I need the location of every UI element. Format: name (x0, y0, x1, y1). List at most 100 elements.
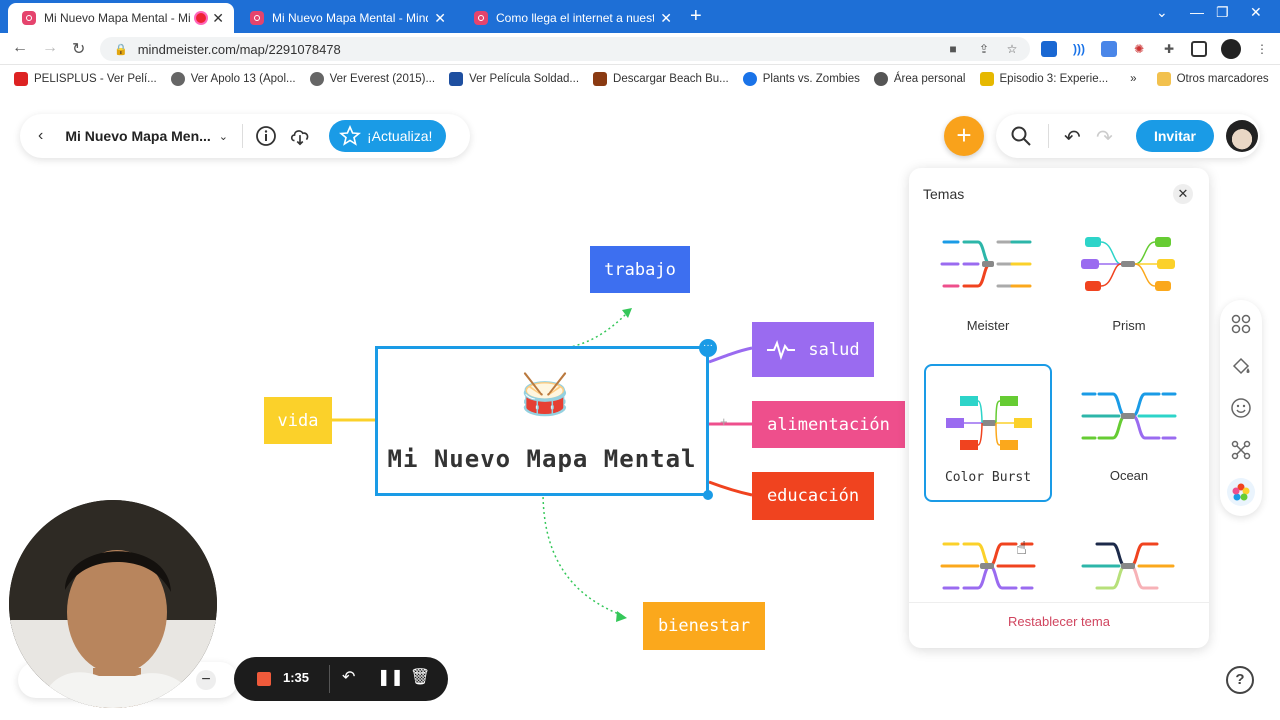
camera-icon[interactable]: ■ (949, 42, 957, 56)
bookmark-star-icon[interactable]: ☆ (1006, 42, 1018, 56)
tab-close-icon[interactable]: ✕ (660, 9, 672, 26)
mindmeister-canvas[interactable]: 🥁 Mi Nuevo Mapa Mental ··· + trabajo sal… (0, 96, 1280, 720)
central-topic-text: Mi Nuevo Mapa Mental (387, 445, 697, 473)
arrow-head-icon (622, 308, 632, 318)
resize-handle[interactable] (703, 490, 713, 500)
url-bar[interactable]: 🔒 mindmeister.com/map/2291078478 (100, 37, 1030, 61)
redo-icon[interactable]: ↷ (1096, 127, 1113, 149)
bookmark-item[interactable]: Área personal (873, 72, 966, 86)
read-aloud-icon[interactable]: ))) (1073, 42, 1085, 56)
arrow-head-icon (616, 611, 627, 622)
undo-icon[interactable]: ↶ (1064, 127, 1081, 149)
divider (909, 602, 1209, 603)
topic-educacion[interactable]: educación (752, 472, 874, 520)
bookmark-item[interactable]: Ver Everest (2015)... (309, 72, 435, 86)
more-bookmarks-button[interactable]: » (1130, 73, 1137, 85)
back-arrow-icon[interactable]: ← (12, 39, 28, 56)
url-text: mindmeister.com/map/2291078478 (137, 41, 341, 57)
bookmark-item[interactable]: Episodio 3: Experie... (979, 72, 1108, 86)
topic-label: bienestar (657, 616, 751, 636)
theme-preview (940, 542, 1036, 590)
info-icon[interactable] (255, 125, 277, 147)
undo-recording-icon[interactable]: ↶ (342, 669, 356, 686)
other-bookmarks-folder[interactable]: Otros marcadores (1156, 72, 1269, 86)
topic-vida[interactable]: vida (264, 397, 332, 444)
browser-tab[interactable]: Mi Nuevo Mapa Mental - Mi ✕ (8, 3, 234, 33)
puzzle-extensions-icon[interactable]: ✚ (1163, 42, 1175, 56)
tab-close-icon[interactable]: ✕ (434, 9, 446, 26)
forward-arrow-icon[interactable]: → (42, 39, 58, 56)
delete-trash-icon[interactable]: 🗑 (410, 669, 431, 686)
invite-button[interactable]: Invitar (1136, 120, 1214, 152)
minimize-icon[interactable]: — (1190, 4, 1204, 20)
share-icon[interactable]: ⇪ (978, 42, 990, 56)
profile-avatar[interactable] (1221, 39, 1241, 59)
search-icon[interactable] (1010, 125, 1032, 152)
theme-meister[interactable]: Meister (924, 214, 1052, 352)
bookmark-item[interactable]: Ver Apolo 13 (Apol... (170, 72, 296, 86)
browser-tab[interactable]: Como llega el internet a nuestro ✕ (460, 3, 682, 33)
mindmeister-favicon-icon (22, 11, 36, 25)
cloud-download-icon[interactable] (289, 125, 311, 147)
central-topic[interactable]: 🥁 Mi Nuevo Mapa Mental (375, 346, 709, 496)
side-toolbar (1220, 300, 1262, 516)
bookmark-item[interactable]: Descargar Beach Bu... (593, 72, 729, 86)
theme-color-burst[interactable]: Color Burst (924, 364, 1052, 502)
window-close-icon[interactable]: ✕ (1250, 4, 1262, 20)
layout-icon[interactable] (1229, 312, 1253, 336)
theme-option[interactable] (1065, 514, 1193, 598)
topic-alimentacion[interactable]: alimentación (752, 401, 905, 448)
bookmark-favicon-icon (593, 72, 608, 86)
add-topic-plus-icon[interactable]: + (944, 116, 984, 156)
help-icon[interactable]: ? (1226, 666, 1254, 694)
map-title[interactable]: Mi Nuevo Mapa Men... (65, 128, 211, 144)
bookmark-favicon-icon (449, 72, 464, 86)
connections-icon[interactable] (1229, 438, 1253, 462)
zoom-out-icon[interactable]: − (196, 670, 216, 690)
menu-icon[interactable]: ⋮ (1256, 42, 1268, 56)
topic-trabajo[interactable]: trabajo (590, 246, 690, 293)
browser-tab-bar: Mi Nuevo Mapa Mental - Mi ✕ Mi Nuevo Map… (0, 0, 1280, 33)
bookmark-item[interactable]: PELISPLUS - Ver Pelí... (14, 72, 157, 86)
screen-recorder-bar: 1:35 ↶ ❚❚ 🗑 (234, 657, 448, 701)
theme-palette-icon[interactable] (1227, 478, 1255, 506)
restore-icon[interactable]: ❐ (1216, 4, 1229, 20)
theme-preview-ocean (1081, 392, 1177, 440)
upgrade-button[interactable]: ¡Actualiza! (329, 120, 447, 152)
side-panel-icon[interactable] (1191, 41, 1207, 57)
reset-theme-button[interactable]: Restablecer tema (1008, 614, 1110, 629)
new-tab-icon[interactable]: + (690, 5, 702, 27)
tab-title: Como llega el internet a nuestro (496, 11, 655, 25)
paint-bucket-icon[interactable] (1229, 354, 1253, 378)
theme-prism[interactable]: Prism (1065, 214, 1193, 352)
extension-icon[interactable] (1041, 41, 1057, 57)
emoji-icon[interactable] (1229, 396, 1253, 420)
pause-icon[interactable]: ❚❚ (377, 669, 404, 686)
stop-recording-icon[interactable] (257, 672, 271, 686)
translate-icon[interactable] (1101, 41, 1117, 57)
topic-label: trabajo (604, 259, 676, 280)
bookmark-favicon-icon (873, 72, 888, 86)
add-child-plus-icon[interactable]: + (720, 414, 728, 429)
bookmark-item[interactable]: Plants vs. Zombies (742, 72, 860, 86)
topic-bienestar[interactable]: bienestar (643, 602, 765, 650)
more-options-icon[interactable]: ··· (699, 339, 717, 357)
tab-close-icon[interactable]: ✕ (212, 9, 224, 26)
extension-icon[interactable]: ✺ (1133, 42, 1145, 56)
theme-option[interactable] (924, 514, 1052, 598)
browser-tab[interactable]: Mi Nuevo Mapa Mental - MindM ✕ (236, 3, 456, 33)
chevron-down-icon[interactable]: ⌄ (218, 130, 229, 143)
reload-icon[interactable]: ↻ (72, 41, 86, 58)
back-chevron-icon[interactable]: ‹ (38, 127, 44, 144)
bookmark-item[interactable]: Ver Película Soldad... (449, 72, 579, 86)
theme-preview-color-burst (946, 396, 1032, 450)
theme-ocean[interactable]: Ocean (1065, 364, 1193, 502)
topic-label: salud (808, 339, 860, 360)
recording-indicator-icon (196, 13, 207, 23)
topic-salud[interactable]: salud (752, 322, 874, 377)
topic-label: educación (766, 486, 860, 506)
user-avatar[interactable] (1226, 120, 1258, 152)
connector-trabajo (542, 309, 631, 351)
close-icon[interactable]: ✕ (1173, 184, 1193, 204)
tab-search-chevron-icon[interactable]: ⌄ (1156, 4, 1168, 20)
